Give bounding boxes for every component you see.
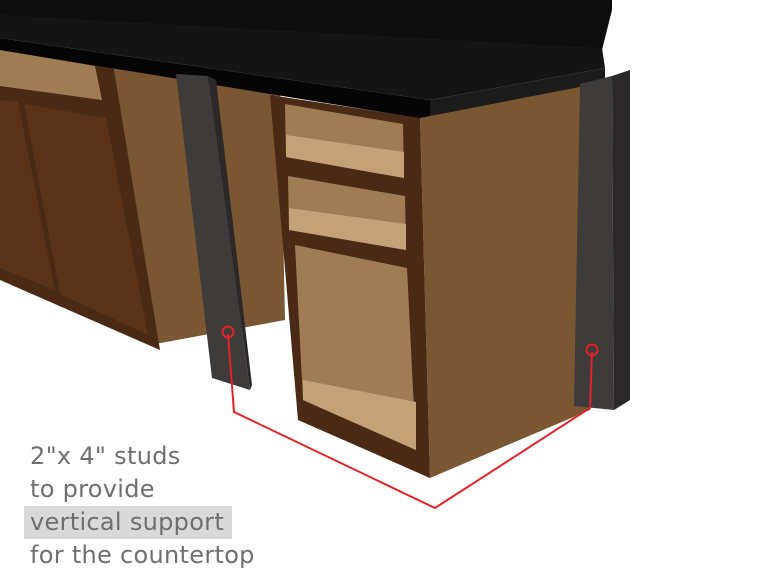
right-stud xyxy=(574,70,630,410)
top-drawer-shelf xyxy=(286,135,404,178)
left-cabinet-run xyxy=(0,40,285,350)
caption-line-2: to provide xyxy=(30,475,155,503)
caption-line-1: 2"x 4" studs xyxy=(30,442,181,470)
left-stud xyxy=(176,74,252,390)
stud-caption: 2"x 4" studs to provide vertical support… xyxy=(24,440,350,572)
left-drawer-opening xyxy=(0,50,102,100)
countertop-side-edge xyxy=(430,68,605,120)
caption-line-3-highlighted: vertical support xyxy=(24,506,233,539)
right-cabinet-side-panel xyxy=(420,85,590,478)
lower-cabinet-shelf xyxy=(303,380,416,450)
left-cabinet-door-1 xyxy=(0,100,55,290)
countertop-top-surface xyxy=(0,15,605,100)
left-cabinet-door-2 xyxy=(24,104,148,335)
right-stud-side xyxy=(612,70,630,410)
left-stud-front xyxy=(176,74,250,390)
countertop xyxy=(0,0,612,120)
stud-callout xyxy=(221,325,599,510)
countertop-front-edge xyxy=(0,38,430,120)
callout-leader-line xyxy=(227,333,593,510)
middle-drawer-shelf xyxy=(289,208,406,250)
caption-line-4: for the countertop xyxy=(30,541,255,569)
left-stud-marker xyxy=(221,325,235,339)
left-stud-side xyxy=(208,76,252,390)
right-stud-front xyxy=(574,76,614,410)
right-stud-marker xyxy=(585,343,599,357)
right-cabinet xyxy=(270,85,590,478)
